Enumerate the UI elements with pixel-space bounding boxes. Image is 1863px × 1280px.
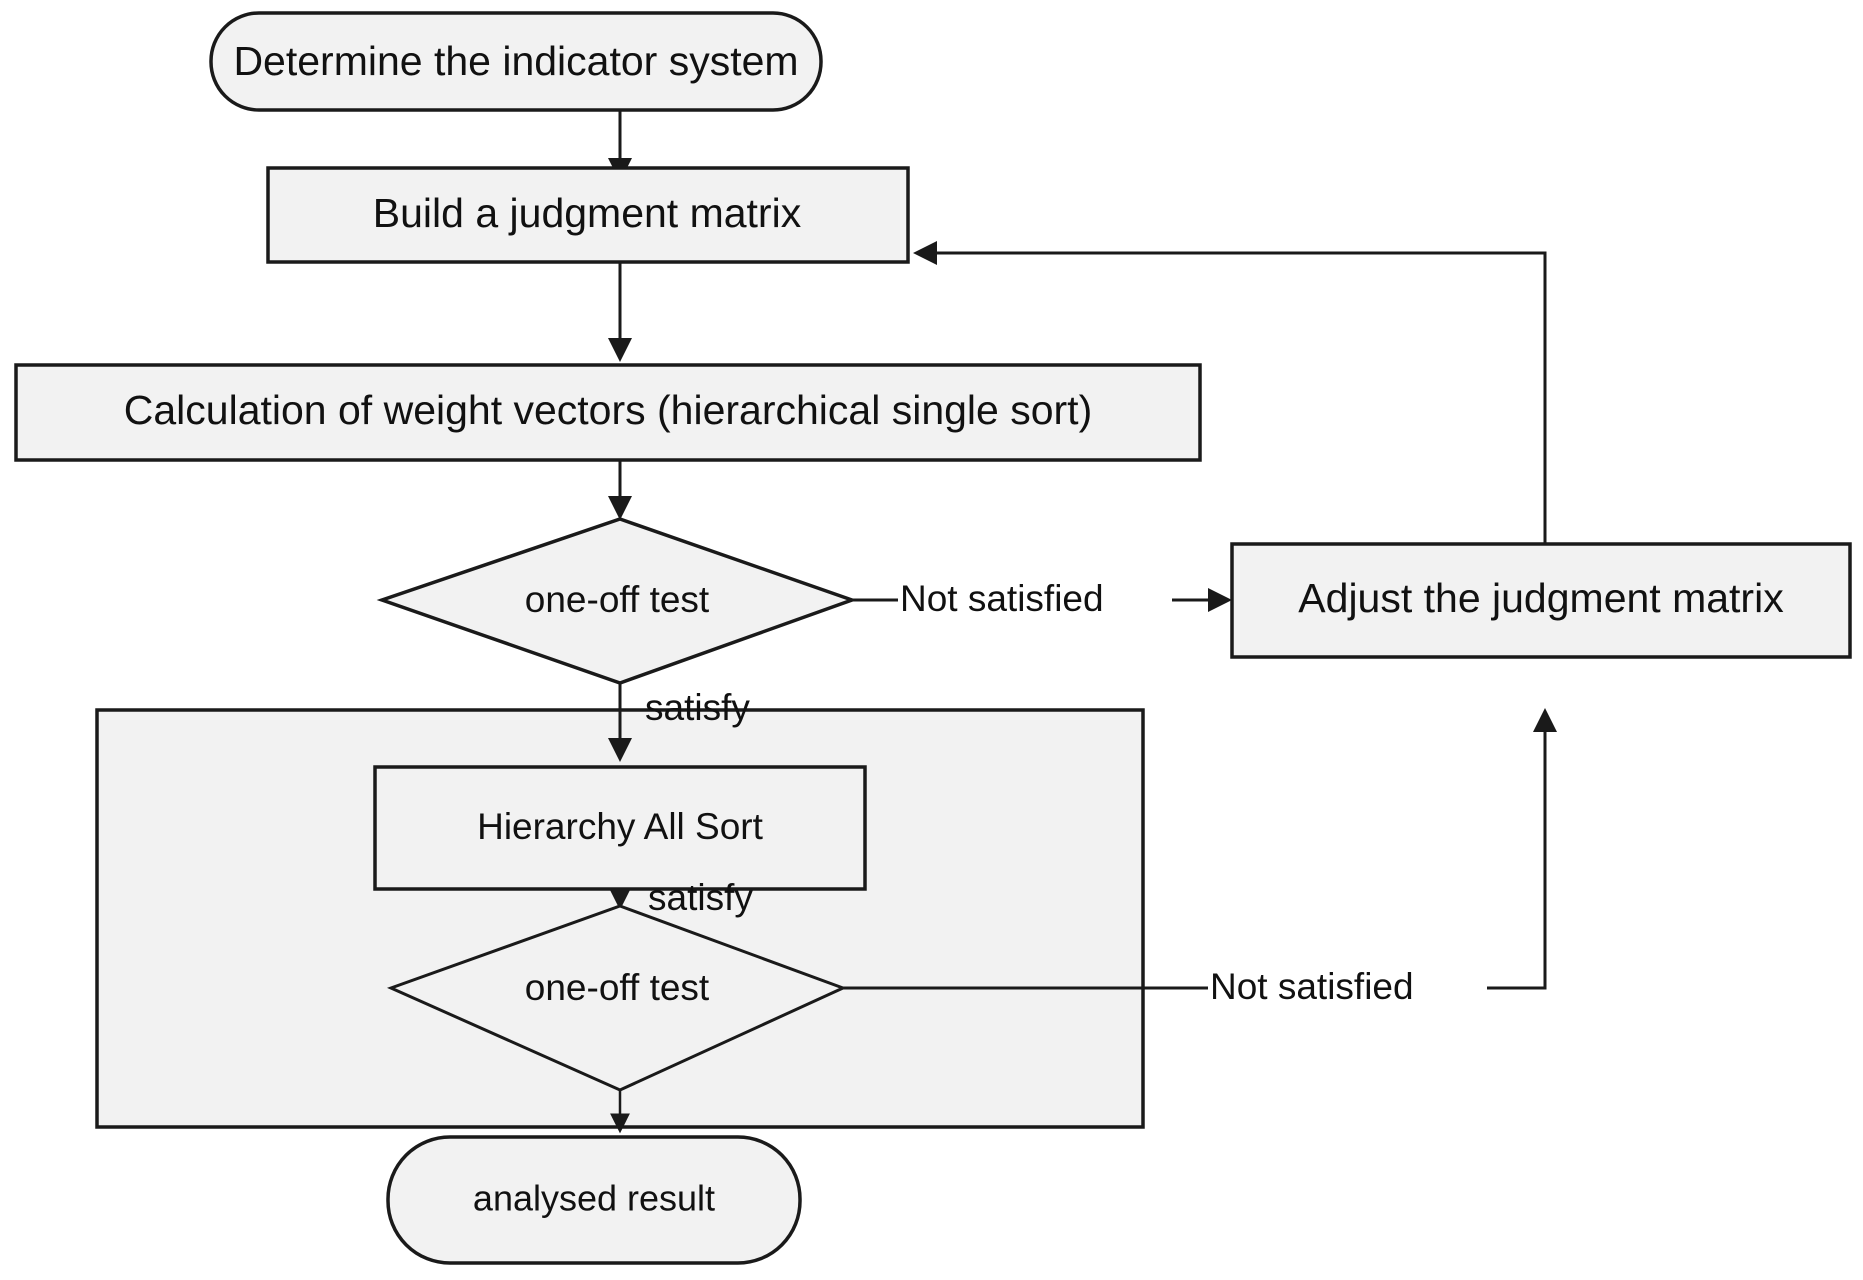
node-label-analysed-result: analysed result (473, 1178, 715, 1219)
node-analysed-result[interactable] (386, 1135, 802, 1265)
node-calculation-weight-vectors[interactable] (14, 363, 1202, 462)
node-one-off-test-lower[interactable] (386, 904, 847, 1092)
edge-label-not-satisfied-top: Not satisfied (900, 578, 1104, 619)
node-label-one-off-test-upper: one-off test (525, 579, 710, 620)
edge-label-satisfy-upper: satisfy (645, 687, 750, 728)
edge-test2-to-adjust-b (1487, 708, 1557, 990)
node-build-judgment-matrix[interactable] (266, 166, 910, 264)
node-label-calculation-weight-vectors: Calculation of weight vectors (hierarchi… (124, 387, 1092, 433)
node-label-determine-indicator-system: Determine the indicator system (233, 38, 798, 84)
node-adjust-judgment-matrix[interactable] (1230, 542, 1852, 659)
node-label-hierarchy-all-sort: Hierarchy All Sort (477, 806, 764, 847)
edge-label-satisfy-lower: satisfy (648, 877, 753, 918)
node-label-one-off-test-lower: one-off test (525, 967, 710, 1008)
edge-adjust-to-build-feedback (913, 241, 1547, 544)
node-hierarchy-all-sort[interactable] (373, 765, 867, 891)
edge-label-not-satisfied-bottom: Not satisfied (1210, 966, 1414, 1007)
node-label-adjust-judgment-matrix: Adjust the judgment matrix (1298, 575, 1784, 621)
node-determine-indicator-system[interactable] (209, 11, 823, 112)
node-one-off-test-upper[interactable] (376, 517, 858, 685)
node-label-build-judgment-matrix: Build a judgment matrix (373, 190, 802, 236)
